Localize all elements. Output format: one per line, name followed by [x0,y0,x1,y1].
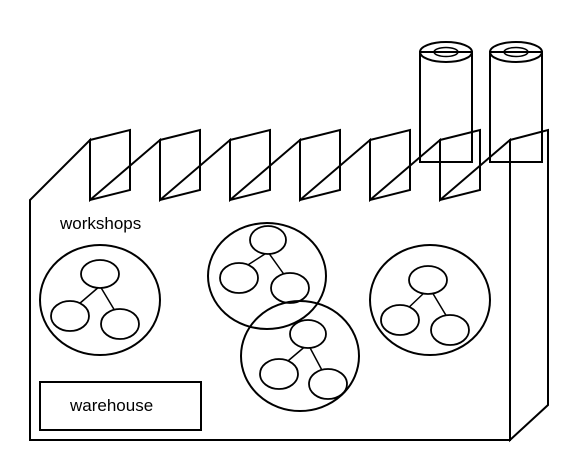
workshops-label: workshops [59,214,141,233]
workshop-circle-2 [207,222,327,330]
workshop-circle-1 [39,244,161,356]
chimney-right [489,41,543,163]
workshop-circle-3 [240,300,360,412]
roof-teeth [89,128,481,202]
warehouse-label: warehouse [69,396,153,415]
factory-side-face [509,128,549,443]
workshop-circle-4 [369,244,491,356]
warehouse: warehouse [39,381,202,431]
chimney-left [419,41,473,163]
